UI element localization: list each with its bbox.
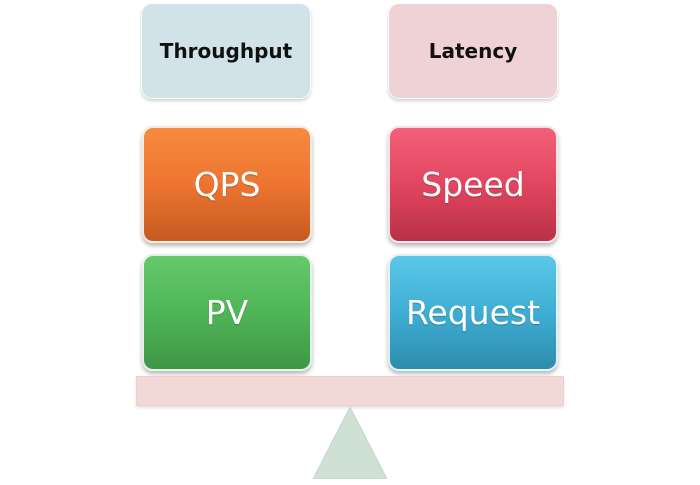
request-block: Request	[388, 254, 558, 371]
balance-beam	[136, 376, 564, 406]
qps-block: QPS	[142, 126, 312, 243]
throughput-header: Throughput	[141, 3, 311, 99]
speed-label: Speed	[421, 165, 525, 204]
latency-header: Latency	[388, 3, 558, 99]
fulcrum-triangle	[313, 407, 387, 479]
speed-block: Speed	[388, 126, 558, 243]
pv-block: PV	[142, 254, 312, 371]
qps-label: QPS	[193, 165, 261, 204]
pv-label: PV	[205, 293, 249, 332]
throughput-header-label: Throughput	[159, 39, 293, 63]
latency-header-label: Latency	[428, 39, 518, 63]
request-label: Request	[405, 293, 541, 332]
